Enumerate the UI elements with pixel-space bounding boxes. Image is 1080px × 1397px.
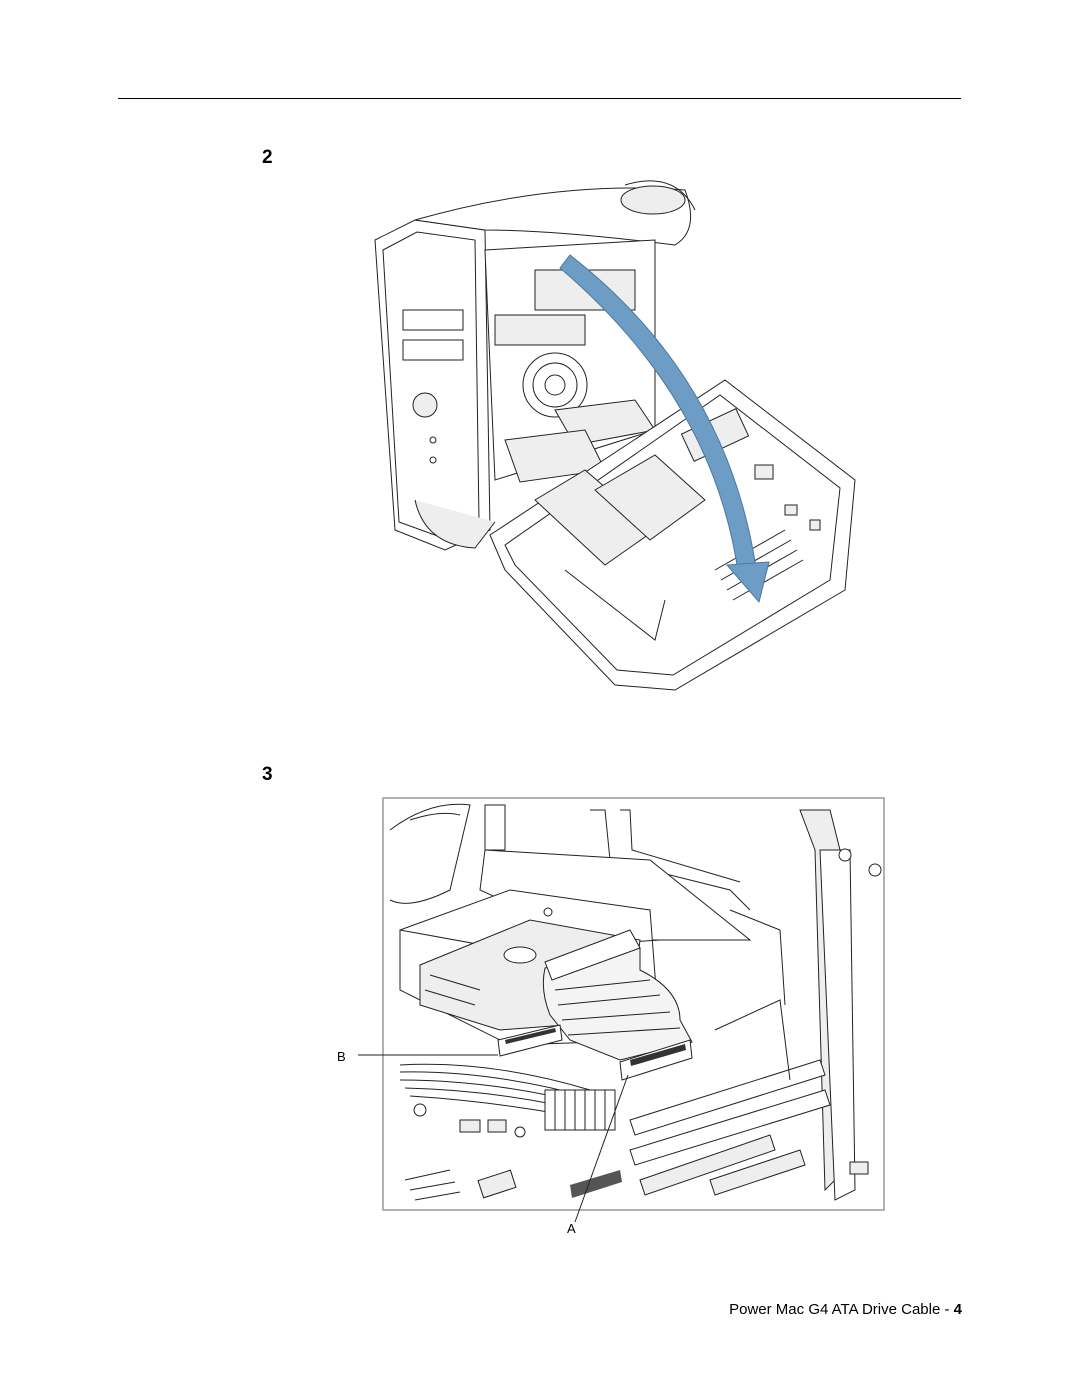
page-number: 4 bbox=[953, 1301, 962, 1318]
callout-label-b: B bbox=[337, 1049, 346, 1064]
callout-label-a: A bbox=[567, 1221, 576, 1236]
open-computer-illustration bbox=[374, 180, 856, 691]
header-rule bbox=[118, 98, 961, 99]
step-3-number: 3 bbox=[262, 764, 273, 785]
page-footer: Power Mac G4 ATA Drive Cable - 4 bbox=[729, 1301, 962, 1318]
footer-title: Power Mac G4 ATA Drive Cable - bbox=[729, 1301, 954, 1318]
step-2-number: 2 bbox=[262, 147, 273, 168]
drive-cable-closeup-illustration bbox=[358, 797, 885, 1223]
